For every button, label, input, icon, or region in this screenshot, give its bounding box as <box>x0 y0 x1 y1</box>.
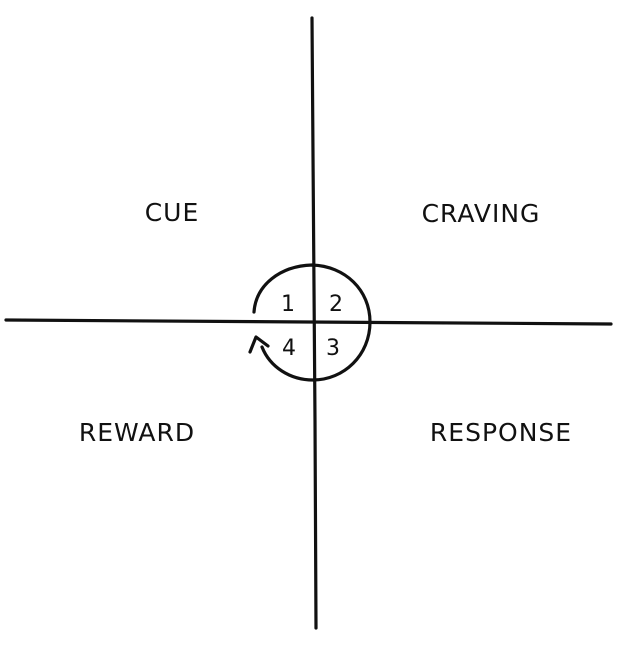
horizontal-axis <box>4 318 613 326</box>
label-cue: CUE <box>145 198 200 227</box>
step-2: 2 <box>329 292 343 317</box>
vertical-axis <box>310 16 318 630</box>
loop-arc <box>252 263 372 382</box>
step-3: 3 <box>326 336 340 361</box>
step-4: 4 <box>282 336 296 361</box>
arrowhead-icon <box>248 335 270 354</box>
label-response: RESPONSE <box>430 418 572 447</box>
step-1: 1 <box>281 292 295 317</box>
label-craving: CRAVING <box>422 199 541 228</box>
label-reward: REWARD <box>79 418 195 447</box>
